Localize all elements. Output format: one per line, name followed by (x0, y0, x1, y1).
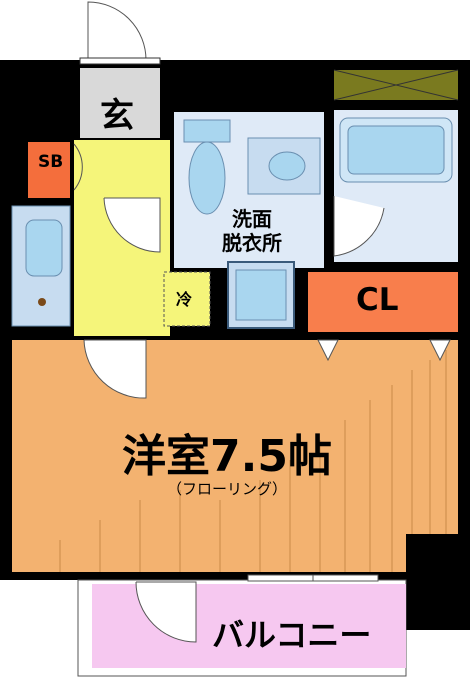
pillar (406, 534, 470, 630)
basin-bowl-icon (268, 151, 306, 181)
room-door (83, 339, 147, 399)
flooring-label: （フローリング） (167, 480, 288, 498)
shoe-box (28, 142, 70, 198)
stove-knob (38, 298, 46, 306)
closet-door-marker-left (317, 339, 339, 362)
bathroom-door (333, 196, 385, 257)
kitchen-sink (25, 219, 63, 277)
vent-hatch (333, 69, 459, 101)
closet-area (308, 272, 458, 332)
closet-label: CL (356, 282, 399, 318)
room-label: 洋室7.5帖 (122, 431, 332, 482)
closet-door-marker-right (429, 339, 451, 362)
shoe-box-label: SB (38, 152, 64, 172)
balcony-window (247, 574, 379, 582)
toilet-bowl-icon (188, 141, 226, 215)
senmen-label-line1: 洗面 (232, 207, 272, 231)
genkan-label: 玄 (100, 96, 134, 136)
senmen-label-line2: 脱衣所 (222, 231, 282, 255)
balcony-outline (77, 579, 407, 677)
senmen-label: 洗面 脱衣所 (222, 207, 282, 255)
balcony-label: バルコニー (212, 616, 372, 654)
genkan-area (80, 68, 160, 138)
room-area (12, 340, 458, 572)
entrance-door (79, 1, 161, 65)
balcony-door (135, 581, 197, 643)
bathtub-inner (347, 125, 445, 175)
genkan-step-door (73, 143, 83, 191)
hallway-door (103, 197, 161, 253)
washer-inner (235, 269, 287, 321)
toilet-tank (183, 119, 231, 143)
fridge-label: 冷 (176, 290, 193, 309)
fridge-spot (163, 271, 211, 327)
